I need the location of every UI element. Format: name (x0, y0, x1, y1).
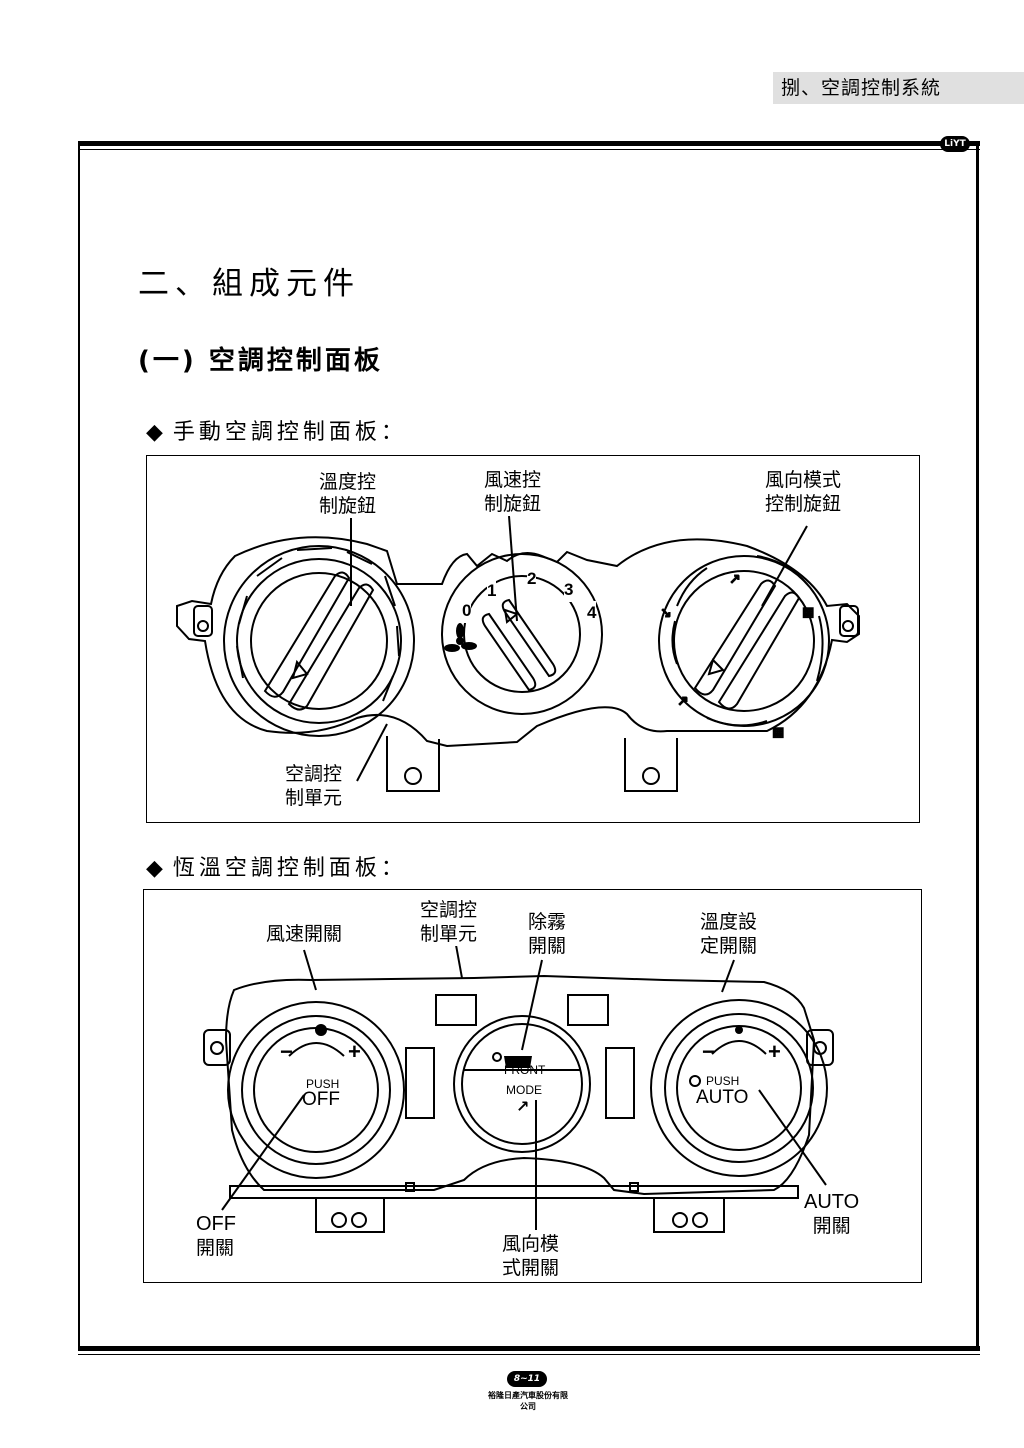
center-knob-front: FRONT (504, 1063, 546, 1077)
label-mode-switch: 風向模 式開關 (502, 1232, 560, 1280)
bullet-diamond-icon: ◆ (146, 420, 167, 445)
label-auto-switch: AUTO 開關 (804, 1190, 860, 1238)
fan-speed-tick-2: 2 (527, 567, 537, 591)
top-rule-thin (78, 149, 980, 150)
svg-text:▦: ▦ (802, 605, 814, 620)
fan-speed-tick-0: 0 (462, 599, 472, 623)
frame-left-border (78, 141, 80, 1351)
left-knob-off: OFF (302, 1089, 340, 1110)
page-number: 8~11 (507, 1371, 547, 1387)
auto-panel-figure: ↗ − + PUSH OFF − + PUSH AUTO FRONT MODE … (143, 889, 922, 1283)
fan-speed-tick-3: 3 (564, 578, 574, 602)
right-knob-auto: AUTO (696, 1087, 749, 1108)
manual-panel-heading: ◆手動空調控制面板： (146, 414, 407, 446)
manual-panel-drawing: ↗ ↘ ↗ ▦ ▦ (176, 515, 860, 792)
fan-speed-tick-4: 4 (587, 601, 597, 625)
brand-logo-badge: LiYT (940, 136, 970, 152)
bottom-rule (78, 1346, 980, 1351)
label-fan-switch: 風速開關 (266, 922, 343, 946)
publisher-name: 裕隆日產汽車股份有限公司 (488, 1391, 568, 1411)
label-control-unit: 空調控 制單元 (420, 898, 478, 946)
label-off-switch: OFF 開關 (196, 1212, 236, 1260)
right-knob-push: PUSH (706, 1074, 740, 1088)
left-knob-minus: − (280, 1039, 293, 1064)
svg-text:▦: ▦ (772, 725, 784, 740)
label-temp-set-switch: 溫度設 定開關 (700, 910, 758, 958)
svg-text:↗: ↗ (729, 572, 741, 588)
left-knob-push: PUSH (306, 1077, 340, 1091)
label-temp-knob: 溫度控 制旋鈕 (319, 470, 377, 518)
label-control-unit: 空調控 制單元 (285, 762, 343, 810)
label-defog-switch: 除霧 開關 (528, 910, 567, 958)
bottom-rule-thin (78, 1354, 980, 1355)
svg-text:↗: ↗ (516, 1097, 529, 1116)
manual-panel-heading-text: 手動空調控制面板： (172, 420, 407, 445)
label-mode-knob: 風向模式 控制旋鈕 (765, 468, 842, 516)
right-knob-plus: + (768, 1039, 781, 1064)
label-fan-knob: 風速控 制旋鈕 (484, 468, 542, 516)
auto-panel-drawing: ↗ (203, 944, 834, 1233)
left-knob-plus: + (348, 1039, 361, 1064)
frame-right-border (976, 141, 979, 1351)
auto-panel-heading: ◆恆溫空調控制面板： (146, 850, 407, 882)
bullet-diamond-icon: ◆ (146, 856, 167, 881)
svg-text:↘: ↘ (660, 606, 672, 622)
section-title: 二、組成元件 (138, 266, 360, 302)
subsection-title: (一) 空調控制面板 (138, 346, 383, 376)
fan-speed-tick-1: 1 (487, 579, 497, 603)
chapter-tab: 捌、空調控制系統 (773, 72, 1024, 104)
right-knob-minus: − (702, 1039, 715, 1064)
auto-panel-heading-text: 恆溫空調控制面板： (172, 856, 407, 881)
center-knob-mode: MODE (506, 1083, 542, 1097)
top-rule (78, 141, 980, 146)
manual-panel-figure: ↗ ↘ ↗ ▦ ▦ 0 1 2 3 4 溫度控 制旋鈕 風速控 制旋鈕 風向模式… (146, 455, 920, 823)
svg-text:↗: ↗ (677, 694, 689, 710)
